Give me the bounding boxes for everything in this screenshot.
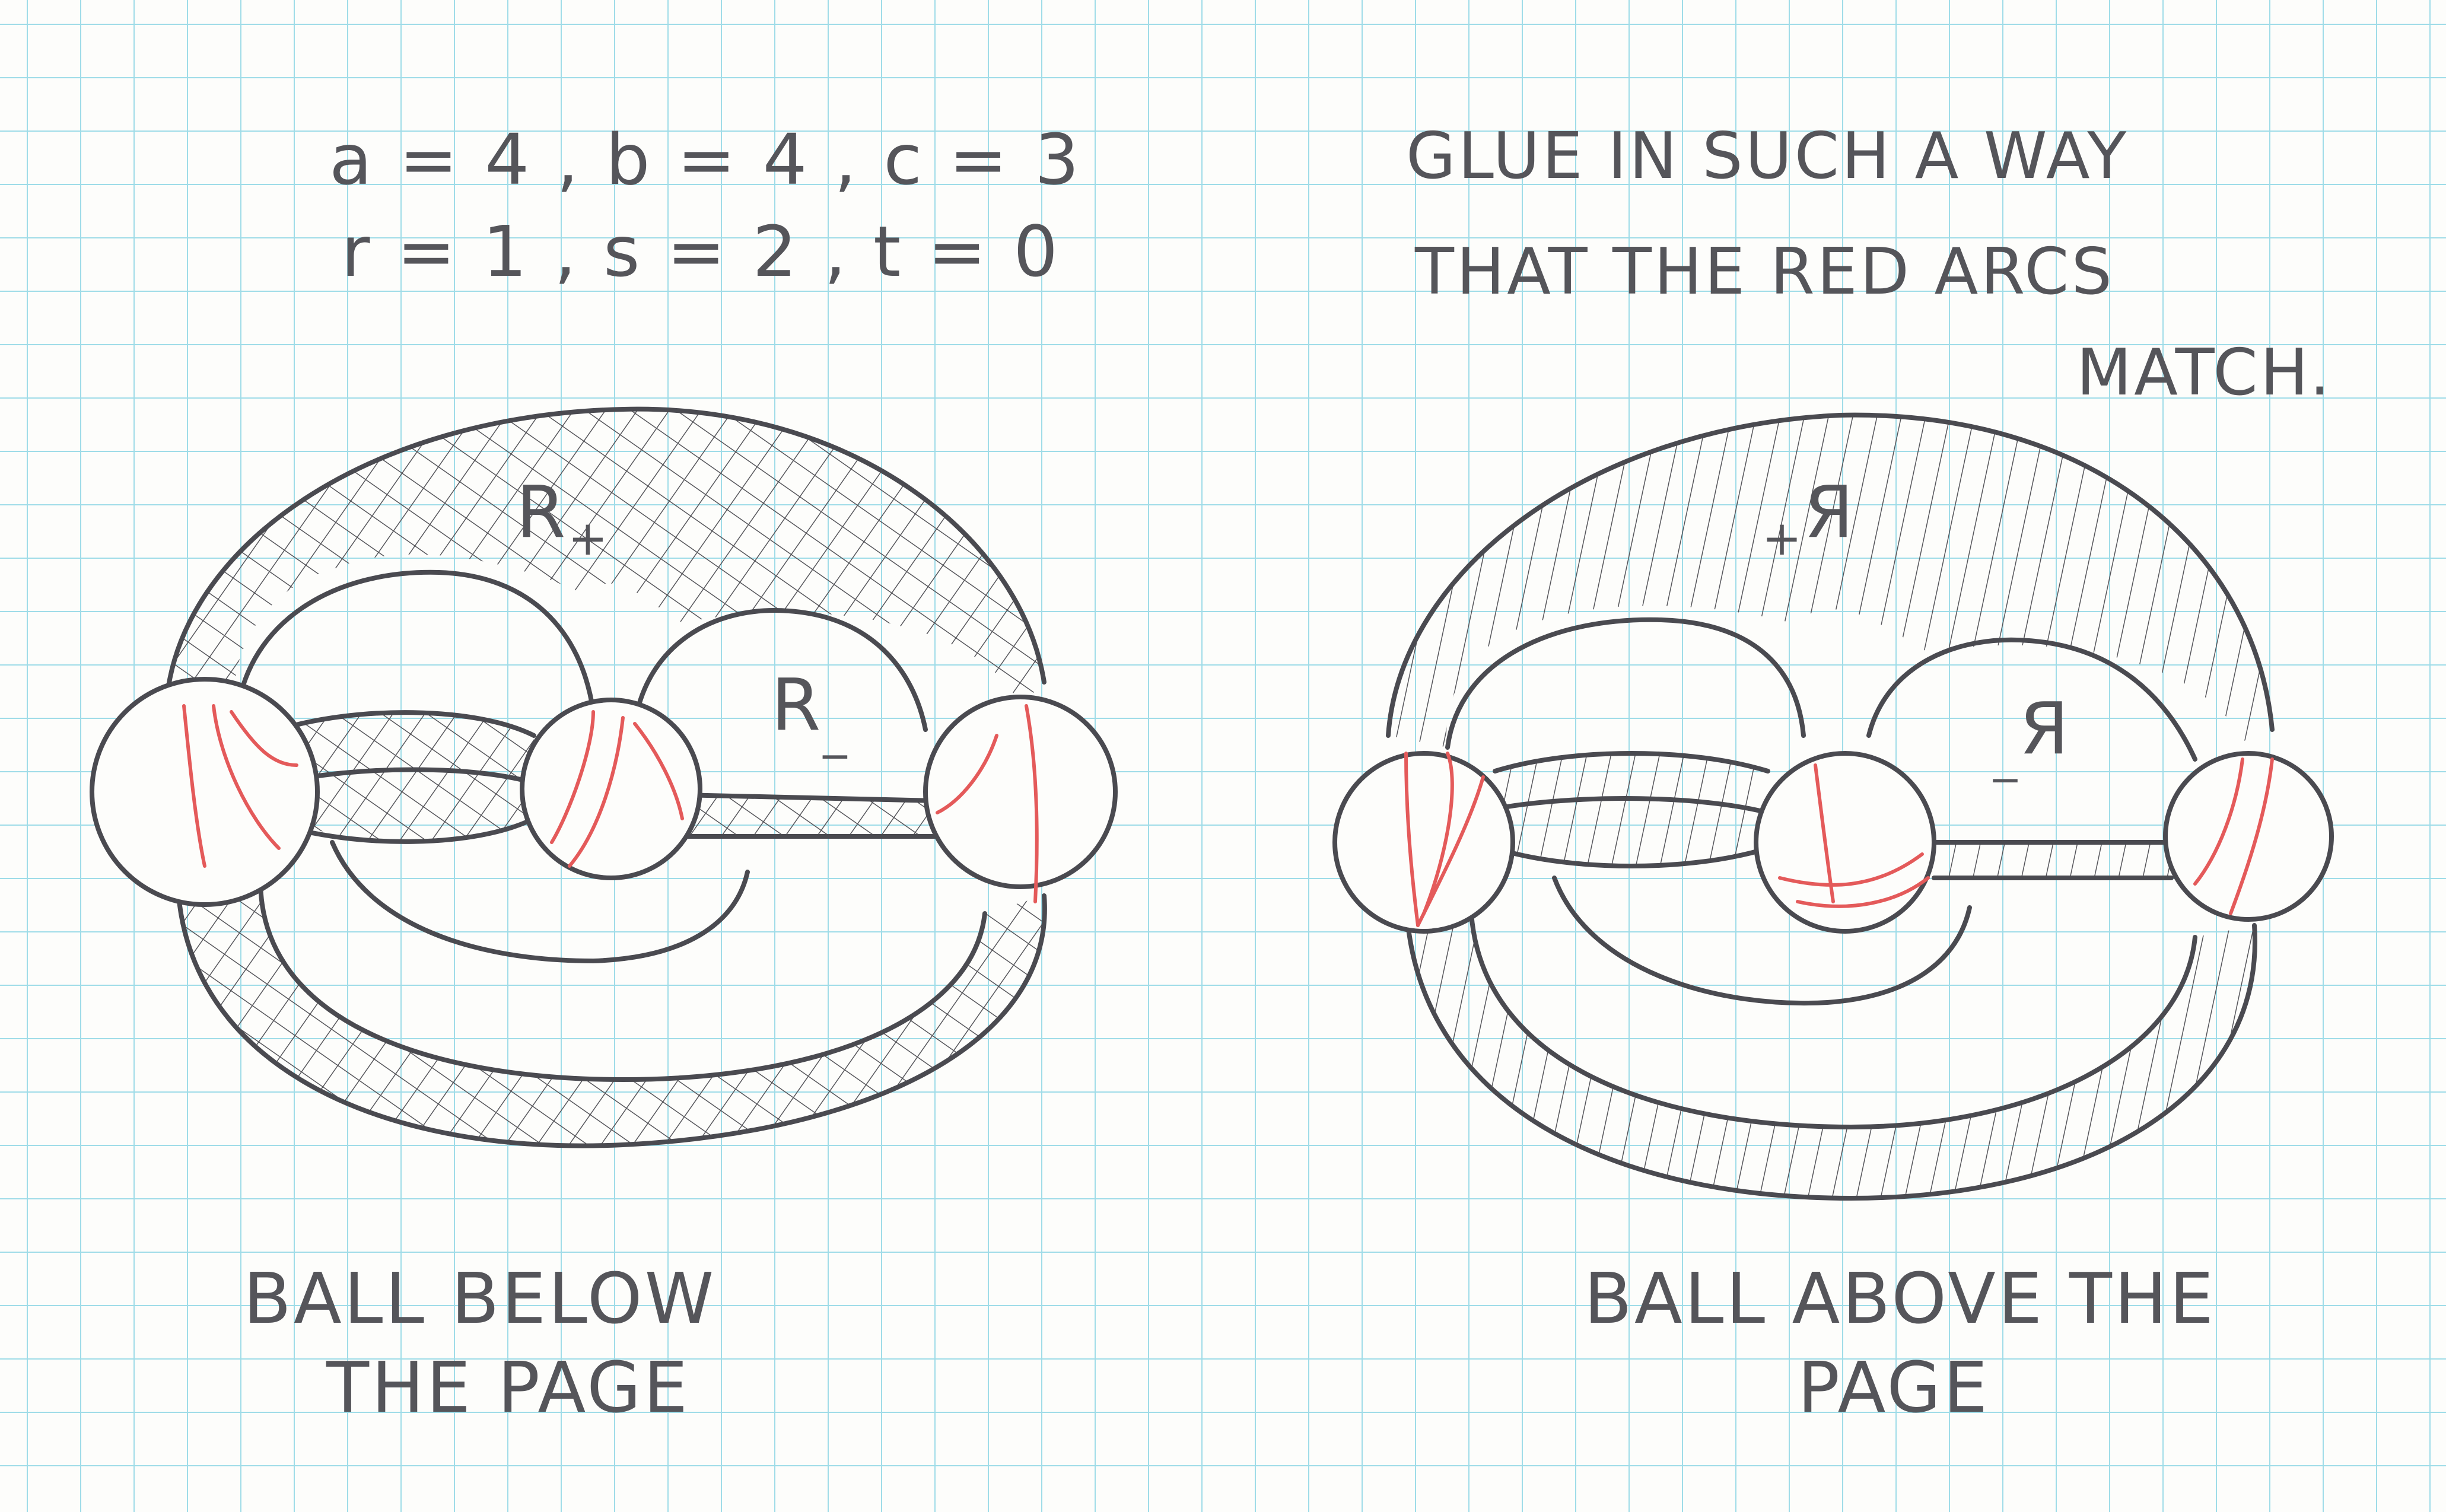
left-bottom-band (177, 854, 1045, 1146)
right-ball-2-red-arc-c (1796, 876, 1930, 908)
right-caption-line-1: BALL ABOVE THE (1584, 1258, 2216, 1339)
parameters-line-2: r = 1 , s = 2 , t = 0 (341, 211, 1060, 292)
right-ball-3[interactable] (2163, 751, 2334, 922)
right-inner-bottom-arc (1469, 911, 2197, 1129)
left-region-r-plus: R+ (516, 472, 610, 566)
left-caption-line-2: THE PAGE (326, 1347, 690, 1428)
right-band-2-3 (1934, 842, 2171, 878)
right-inner-loop-a (1445, 617, 1806, 750)
right-bottom-band (1406, 890, 2255, 1198)
right-ball-3-red-arc-b (2229, 757, 2274, 915)
left-ball-1-red-arc-c (230, 710, 298, 767)
left-band-1-2 (279, 712, 534, 841)
instruction-line-3: MATCH. (2076, 336, 2332, 410)
right-handlebody-diagram: +Я _Я BALL ABOVE THE PAGE (1332, 412, 2334, 1428)
right-caption-line-2: PAGE (1798, 1347, 1990, 1428)
right-ball-2-red-arc-b (1778, 852, 1924, 887)
left-band-2-3 (682, 795, 937, 836)
left-inner-bottom-arc (258, 864, 987, 1082)
left-ball-2-red-arc-b (568, 716, 625, 868)
right-ball-1-red-arc-a (1404, 752, 1420, 927)
right-ball-1[interactable] (1332, 751, 1515, 934)
right-band-1-2-top (1493, 751, 1770, 773)
left-ball-1[interactable] (90, 677, 320, 907)
instruction-line-1: GLUE IN SUCH A WAY (1406, 119, 2129, 193)
left-caption-line-1: BALL BELOW (243, 1258, 716, 1339)
left-outer-bottom-arc (175, 852, 1047, 1148)
left-top-band (166, 409, 1044, 712)
left-ball-3-red-arc-b (936, 734, 998, 814)
left-ball-1-red-arc-b (212, 704, 281, 850)
left-band-2-3-top (680, 792, 940, 803)
right-region-r-plus: +Я (1762, 472, 1856, 566)
left-outer-top-arc (164, 406, 1047, 708)
parameters-line-1: a = 4 , b = 4 , c = 3 (329, 119, 1082, 200)
left-ball-1-red-arc-a (182, 704, 206, 868)
right-ball-3-red-arc-a (2193, 757, 2244, 886)
right-outer-top-arc (1386, 412, 2275, 738)
left-ball-2[interactable] (520, 698, 702, 880)
left-inner-loop-b (632, 608, 928, 732)
right-ball-2[interactable] (1754, 751, 1936, 934)
left-ball-3-red-arc-a (1025, 704, 1039, 903)
left-ball-2-red-arc-c (633, 722, 684, 820)
instruction-line-2: THAT THE RED ARCS (1414, 235, 2114, 309)
right-region-r-minus: _Я (1993, 688, 2071, 782)
right-outer-bottom-arc (1404, 887, 2257, 1201)
left-region-r-minus: R_ (771, 664, 849, 759)
left-inner-loop-a (235, 569, 596, 714)
right-band-1-2 (1495, 753, 1768, 866)
left-ball-3[interactable] (923, 695, 1118, 889)
right-inner-bottom-arc-2 (1552, 876, 1972, 1006)
right-inner-loop-b (1866, 637, 2197, 762)
left-ball-2-red-arc-a (550, 710, 595, 844)
right-top-band (1388, 415, 2272, 747)
left-band-1-2-bot (276, 816, 536, 844)
left-handlebody-diagram: R+ R_ BALL BELOW THE PAGE (90, 406, 1118, 1428)
left-band-1-2-top (276, 710, 536, 738)
right-ball-1-red-arc-c (1416, 775, 1485, 927)
left-inner-bottom-arc-2 (330, 840, 750, 963)
right-band-1-2-bot (1493, 846, 1770, 868)
right-band-1-2-mid (1505, 796, 1770, 815)
right-ball-1-red-arc-b (1422, 752, 1454, 915)
